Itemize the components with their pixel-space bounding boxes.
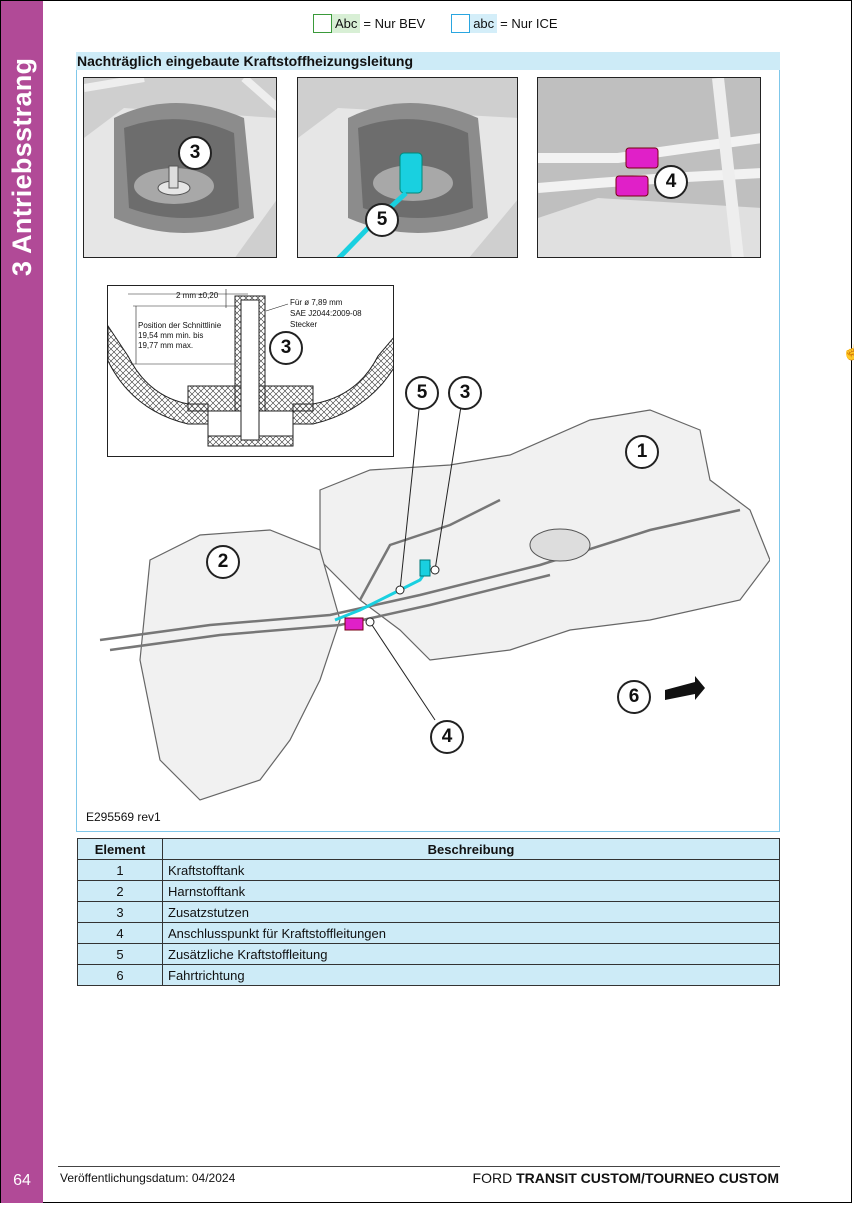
detail-note-1: Für ø 7,89 mm <box>290 298 343 307</box>
detail-dim-side-2: 19,54 mm min. bis <box>138 331 204 340</box>
detail-note-2: SAE J2044:2009-08 <box>290 309 362 318</box>
page-number: 64 <box>13 1172 31 1189</box>
row-description: Fahrtrichtung <box>162 964 780 986</box>
footer-brand: FORD TRANSIT CUSTOM/TOURNEO CUSTOM <box>473 1170 779 1186</box>
detail-section-drawing <box>108 289 393 447</box>
photo-fuel-line <box>297 77 518 258</box>
legend-sample-bev: Abc <box>332 13 361 33</box>
row-number: 4 <box>77 922 163 944</box>
photo-stud <box>83 77 277 258</box>
publication-date: Veröffentlichungsdatum: 04/2024 <box>60 1171 236 1185</box>
photo-stud-image <box>84 78 276 257</box>
tank-assembly-drawing <box>99 399 770 801</box>
chapter-title: 3 Antriebsstrang <box>7 57 37 276</box>
footer-divider <box>58 1166 780 1167</box>
brand-prefix: FORD <box>472 1170 513 1186</box>
photo-callout-5: 5 <box>365 203 399 237</box>
photo-connector-image <box>538 78 760 257</box>
row-description: Zusatzstutzen <box>162 901 780 923</box>
detail-dim-side-1: Position der Schnittlinie <box>138 321 222 330</box>
table-header-row: Element Beschreibung <box>77 838 780 860</box>
row-number: 5 <box>77 943 163 965</box>
main-callout-3: 3 <box>448 376 482 410</box>
page-number-box: 64 <box>1 1161 43 1203</box>
row-description: Harnstofftank <box>162 880 780 902</box>
row-number: 1 <box>77 859 163 881</box>
main-callout-2: 2 <box>206 545 240 579</box>
photo-callout-4: 4 <box>654 165 688 199</box>
main-callout-1: 1 <box>625 435 659 469</box>
figure-frame <box>76 70 780 832</box>
row-description: Zusätzliche Kraftstoffleitung <box>162 943 780 965</box>
legend-text-bev: = Nur BEV <box>363 15 426 31</box>
photo-connector <box>537 77 761 258</box>
row-number: 6 <box>77 964 163 986</box>
detail-dim-side-3: 19,77 mm max. <box>138 341 194 350</box>
row-number: 3 <box>77 901 163 923</box>
main-callout-6: 6 <box>617 680 651 714</box>
table-header-element: Element <box>77 838 163 860</box>
detail-dim-top: 2 mm ±0,20 <box>176 291 219 300</box>
legend-text-ice: = Nur ICE <box>500 15 558 31</box>
table-header-description: Beschreibung <box>162 838 780 860</box>
brand-model: TRANSIT CUSTOM/TOURNEO CUSTOM <box>516 1170 779 1186</box>
detail-diagram: 2 mm ±0,20 Position der Schnittlinie 19,… <box>107 285 394 457</box>
detail-callout-3: 3 <box>269 331 303 365</box>
legend-swatch-ice <box>451 13 471 33</box>
legend-swatch-bev <box>313 13 332 33</box>
row-description: Kraftstofftank <box>162 859 780 881</box>
figure-id: E295569 rev1 <box>86 810 161 824</box>
main-callout-5: 5 <box>405 376 439 410</box>
section-title: Nachträglich eingebaute Kraftstoffheizun… <box>76 52 780 70</box>
photo-callout-3: 3 <box>178 136 212 170</box>
main-callout-4: 4 <box>430 720 464 754</box>
row-number: 2 <box>77 880 163 902</box>
legend: Abc = Nur BEV abc = Nur ICE <box>313 12 558 34</box>
photo-fuel-line-image <box>298 78 517 257</box>
chapter-band: 3 Antriebsstrang <box>1 1 43 1161</box>
row-description: Anschlusspunkt für Kraftstoffleitungen <box>162 922 780 944</box>
legend-sample-ice: abc <box>470 13 498 33</box>
tank-assembly-illustration <box>90 360 770 830</box>
detail-note-3: Stecker <box>290 320 318 329</box>
hand-cursor-icon: ☝ <box>842 344 854 361</box>
